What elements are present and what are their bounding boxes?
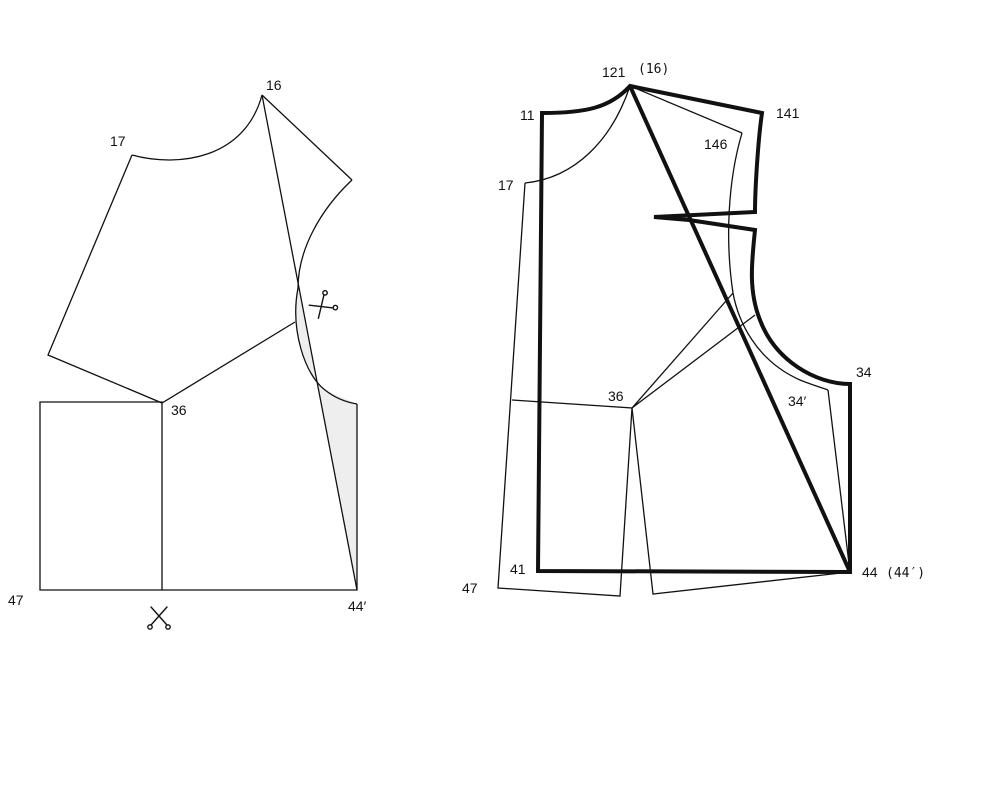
right-bold-outline [535,83,852,575]
left-shoulder-line [261,94,353,181]
left-lower-right-panel [162,404,358,591]
right-thin-armhole [728,132,829,391]
right-label-34-prime: 34′ [788,393,807,409]
right-label-11: 11 [520,107,535,123]
right-thin-side-seam [827,389,851,573]
left-label-44-prime: 44′ [348,598,367,614]
right-label-44-alt: (44′) [886,566,925,581]
scissors-icon [147,606,171,630]
right-label-141: 141 [776,105,800,121]
left-lower-rectangle [39,401,163,591]
right-label-16-alt: (16) [638,62,669,77]
right-label-121: 121 [602,64,626,80]
left-label-36: 36 [171,402,187,418]
right-bold-diagonal [628,85,852,573]
right-pattern: 121 (16) 11 141 146 17 36 34 34′ 41 47 4… [462,62,925,597]
left-overlap-shading [295,288,357,590]
right-thin-lower-right [631,407,851,595]
left-armhole-curve [295,179,358,405]
left-label-17: 17 [110,133,126,149]
right-label-34: 34 [856,364,872,380]
right-thin-dart-lines [631,292,756,409]
left-label-47: 47 [8,592,24,608]
right-label-146: 146 [704,136,728,152]
left-label-16: 16 [266,77,282,93]
right-label-36: 36 [608,388,624,404]
right-label-17: 17 [498,177,514,193]
left-neckline-curve [131,94,263,161]
left-diagonal-line [261,94,358,591]
scissors-icon [308,289,339,319]
right-label-41: 41 [510,561,526,577]
right-label-47: 47 [462,580,478,596]
right-thin-shoulder [629,85,743,134]
left-pattern: 16 17 36 47 44′ [8,77,367,630]
right-label-44: 44 [862,564,878,580]
right-left-thin-panel [497,182,633,597]
left-upper-piece-outline [47,154,296,404]
